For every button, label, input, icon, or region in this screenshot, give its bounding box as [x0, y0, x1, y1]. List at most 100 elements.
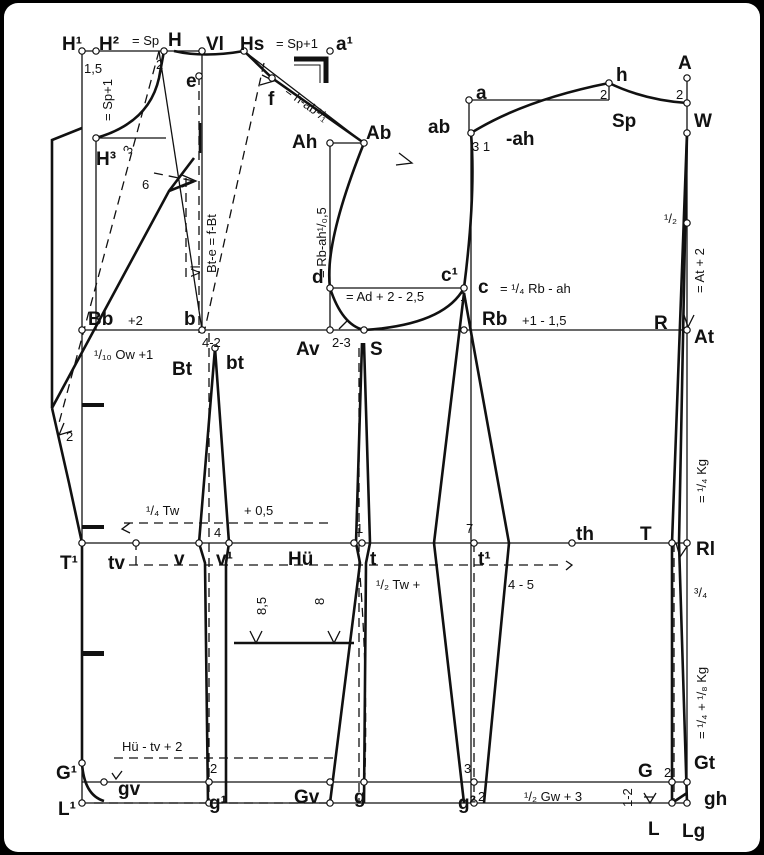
label-c: c — [478, 277, 489, 298]
outline-lines — [50, 49, 689, 805]
reference-point — [326, 326, 334, 334]
reference-point — [198, 47, 206, 55]
label-Rb: Rb — [482, 309, 507, 330]
label-h: h — [616, 65, 628, 86]
label-Hu: Hü — [288, 549, 313, 570]
reference-point — [240, 47, 248, 55]
note-2d: 2 — [664, 765, 671, 780]
label-L1: L¹ — [58, 799, 76, 820]
label-f: f — [268, 89, 275, 110]
label-g: g — [354, 787, 366, 808]
reference-point — [92, 47, 100, 55]
note-1: 1 — [460, 289, 467, 304]
reference-point — [470, 539, 478, 547]
label-a: a — [476, 83, 487, 104]
reference-point — [78, 799, 86, 807]
reference-point — [326, 778, 334, 786]
note-ow: ¹/₁₀ Ow +1 — [94, 347, 153, 362]
note-rb-ah: = Rb-ah¹/₀,5 — [314, 207, 329, 278]
note-7: 7 — [466, 521, 473, 536]
reference-point — [326, 284, 334, 292]
note-kg2: = ¹/₄ + ¹/₈ Kg — [694, 667, 709, 739]
reference-point — [78, 47, 86, 55]
reference-point — [467, 129, 475, 137]
reference-point — [668, 539, 676, 547]
reference-point — [326, 799, 334, 807]
reference-point — [460, 326, 468, 334]
reference-points — [78, 47, 691, 807]
note-4-2: 4-2 — [202, 335, 221, 350]
label-G: G — [638, 761, 653, 782]
label-g2: g² — [458, 793, 476, 814]
note-1-2: 1-2 — [620, 788, 635, 807]
pattern-sheet: H¹ H² = Sp H Vl Hs = Sp+1 a¹ A h W a ab … — [4, 3, 760, 852]
note-kg: = ¹/₄ Kg — [694, 459, 709, 503]
reference-point — [78, 759, 86, 767]
label-R: R — [654, 313, 668, 334]
reference-point — [683, 778, 691, 786]
note-three-quarter: ³/₄ — [694, 585, 707, 600]
label-Gt: Gt — [694, 753, 716, 774]
reference-point — [360, 778, 368, 786]
label-T: T — [640, 524, 652, 545]
note-sp-plus-1: = Sp+1 — [100, 79, 115, 121]
label-W: W — [694, 111, 712, 132]
label-ab: ab — [428, 117, 450, 138]
label-H1: H¹ — [62, 34, 82, 55]
label-gh: gh — [704, 789, 727, 810]
note-c-eq: = ¹/₄ Rb - ah — [500, 281, 571, 296]
note-bb-plus: +2 — [128, 313, 143, 328]
label-Vl: Vl — [206, 34, 224, 55]
label-Av: Av — [296, 339, 320, 360]
label-ah: -ah — [506, 129, 535, 150]
reference-point — [668, 799, 676, 807]
label-H2: H² — [99, 34, 119, 55]
reference-point — [78, 539, 86, 547]
note-2e: 2 — [676, 87, 683, 102]
reference-point — [683, 799, 691, 807]
note-2f: 2 — [66, 429, 73, 444]
arrowheads — [57, 74, 695, 805]
label-Bb: Bb — [88, 309, 113, 330]
note-quarter-tw: ¹/₄ Tw — [146, 503, 180, 518]
reference-point — [326, 139, 334, 147]
reference-point — [268, 74, 276, 82]
note-4: 4 — [214, 525, 221, 540]
reference-point — [358, 539, 366, 547]
label-T1: T¹ — [60, 553, 78, 574]
label-Ab: Ab — [366, 123, 391, 144]
label-v1: v¹ — [216, 549, 233, 570]
note-rb-plus: +1 - 1,5 — [522, 313, 566, 328]
shoulder-corner-mark — [294, 56, 329, 83]
note-ad-eq: = Ad + 2 - 2,5 — [346, 289, 424, 304]
note-2a: 2 — [156, 57, 163, 72]
reference-point — [78, 326, 86, 334]
reference-point — [683, 74, 691, 82]
reference-point — [683, 129, 691, 137]
label-t1: t¹ — [478, 549, 491, 570]
label-v: v — [174, 549, 185, 570]
label-Hs: Hs — [240, 34, 264, 55]
note-1b: 1 — [356, 521, 363, 536]
reference-point — [683, 219, 691, 227]
label-Ah: Ah — [292, 132, 317, 153]
note-half: ¹/₂ — [664, 211, 677, 226]
reference-point — [668, 778, 676, 786]
label-a1: a¹ — [336, 34, 353, 55]
note-h2-eq: = Sp — [132, 33, 159, 48]
label-b: b — [184, 309, 196, 330]
label-d: d — [312, 267, 324, 288]
label-tv: tv — [108, 553, 125, 574]
note-2b: 2 — [600, 87, 607, 102]
label-G1: G¹ — [56, 763, 77, 784]
label-Lg: Lg — [682, 821, 705, 842]
label-Gv: Gv — [294, 787, 320, 808]
label-c1: c¹ — [441, 265, 458, 286]
label-gv: gv — [118, 779, 141, 800]
note-vl: Vl — [188, 265, 203, 277]
reference-point — [205, 799, 213, 807]
label-Bt: Bt — [172, 359, 193, 380]
note-four-five: 4 - 5 — [508, 577, 534, 592]
label-g1: g¹ — [209, 793, 227, 814]
label-A: A — [678, 53, 692, 74]
